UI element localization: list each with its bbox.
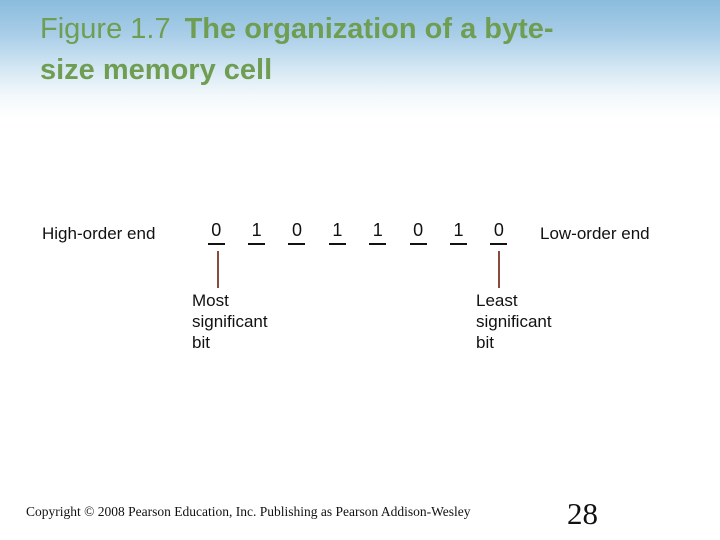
bit-value: 0 [211, 220, 222, 240]
bit-cell: 1 [236, 221, 276, 245]
bit-value: 0 [291, 220, 302, 240]
page-number: 28 [567, 496, 598, 531]
slide-title-line1: Figure 1.7 The organization of a byte- [40, 9, 710, 50]
bit-cell: 0 [398, 221, 438, 245]
low-order-end-label: Low-order end [540, 224, 650, 243]
bit-underline [369, 243, 387, 245]
bit-cell: 0 [479, 221, 519, 245]
bit-value: 1 [453, 220, 464, 240]
msb-pointer-line [217, 251, 219, 288]
title-text-line2: size memory cell [40, 54, 273, 86]
bit-value: 1 [251, 220, 262, 240]
bit-cell: 0 [196, 221, 236, 245]
bit-row: 0 1 0 1 1 0 1 0 [196, 221, 520, 245]
bit-underline [450, 243, 468, 245]
least-significant-bit-label: Least significant bit [476, 291, 552, 352]
lsb-pointer-line [498, 251, 500, 288]
slide-title: Figure 1.7 The organization of a byte- si… [40, 9, 710, 91]
bit-underline [288, 243, 306, 245]
bit-cell: 1 [358, 221, 398, 245]
bit-underline [328, 243, 346, 245]
bit-cell: 1 [317, 221, 357, 245]
title-text-line1: The organization of a byte- [184, 13, 554, 45]
copyright-text: Copyright © 2008 Pearson Education, Inc.… [26, 504, 471, 519]
bit-value: 1 [372, 220, 383, 240]
bit-underline [490, 243, 508, 245]
bit-value: 0 [493, 220, 504, 240]
bit-underline [248, 243, 266, 245]
high-order-end-label: High-order end [42, 224, 156, 243]
bit-value: 0 [413, 220, 424, 240]
bit-underline [207, 243, 225, 245]
bit-value: 1 [332, 220, 343, 240]
bit-underline [409, 243, 427, 245]
bit-cell: 1 [438, 221, 478, 245]
most-significant-bit-label: Most significant bit [192, 291, 268, 352]
bit-cell: 0 [277, 221, 317, 245]
figure-number: Figure 1.7 [40, 13, 171, 45]
